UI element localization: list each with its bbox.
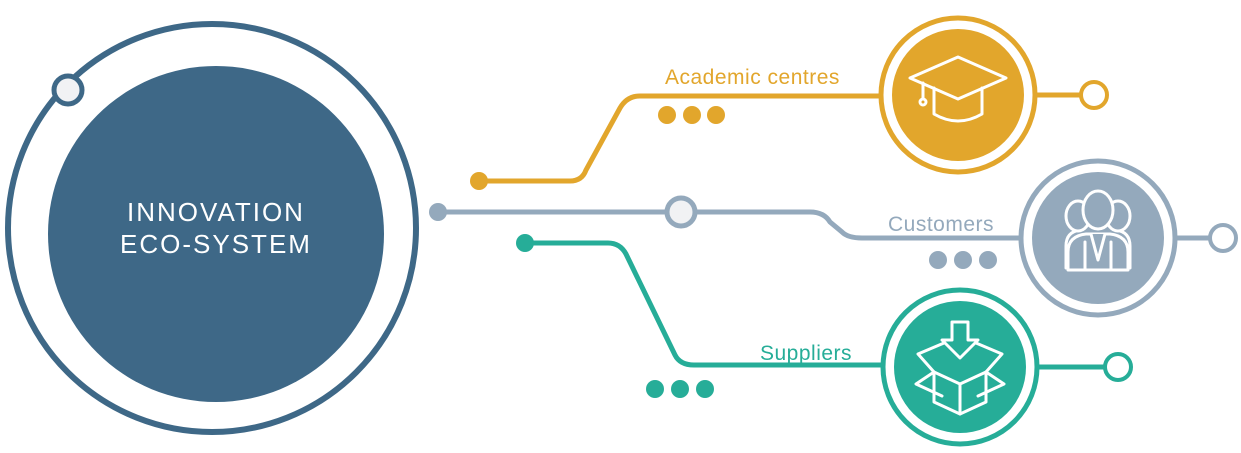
customers-end-knob [1208,223,1238,253]
branch-academic [470,15,1109,190]
suppliers-start-dot [516,234,534,252]
academic-start-dot [470,172,488,190]
customers-connector-line [435,209,1023,241]
suppliers-label: Suppliers [760,342,853,365]
branch-suppliers [516,234,1133,447]
suppliers-end-knob [1103,352,1133,382]
academic-connector-line [476,93,883,184]
hub-title-line-2: ECO-SYSTEM [120,229,312,259]
academic-node-fill [892,29,1024,161]
suppliers-ellipsis-dots [646,380,714,398]
hub-ring-knob [51,73,85,107]
academic-ellipsis-dots [658,106,725,124]
customers-dot-1 [929,251,947,269]
hub [5,21,419,435]
suppliers-dot-2 [671,380,689,398]
suppliers-node-fill [894,301,1026,433]
suppliers-dot-1 [646,380,664,398]
business-people-icon [1064,189,1132,272]
customers-label: Customers [888,213,995,236]
hub-title: INNOVATION ECO-SYSTEM [56,196,376,260]
academic-end-knob [1079,80,1109,110]
customers-midpoint-knob [664,195,698,229]
academic-dot-2 [683,106,701,124]
box-with-down-arrow-icon [914,320,1006,416]
customers-dot-3 [979,251,997,269]
graduation-cap-icon [908,55,1008,123]
suppliers-dot-3 [696,380,714,398]
academic-dot-1 [658,106,676,124]
suppliers-connector-line [522,240,893,368]
academic-centres-label: Academic centres [665,66,840,89]
customers-ellipsis-dots [929,251,997,269]
academic-dot-3 [707,106,725,124]
hub-title-line-1: INNOVATION [127,197,305,227]
branch-customers [429,158,1238,318]
hub-core-circle [48,66,384,402]
hub-outer-ring [5,21,419,435]
customers-dot-2 [954,251,972,269]
customers-start-dot [429,203,447,221]
